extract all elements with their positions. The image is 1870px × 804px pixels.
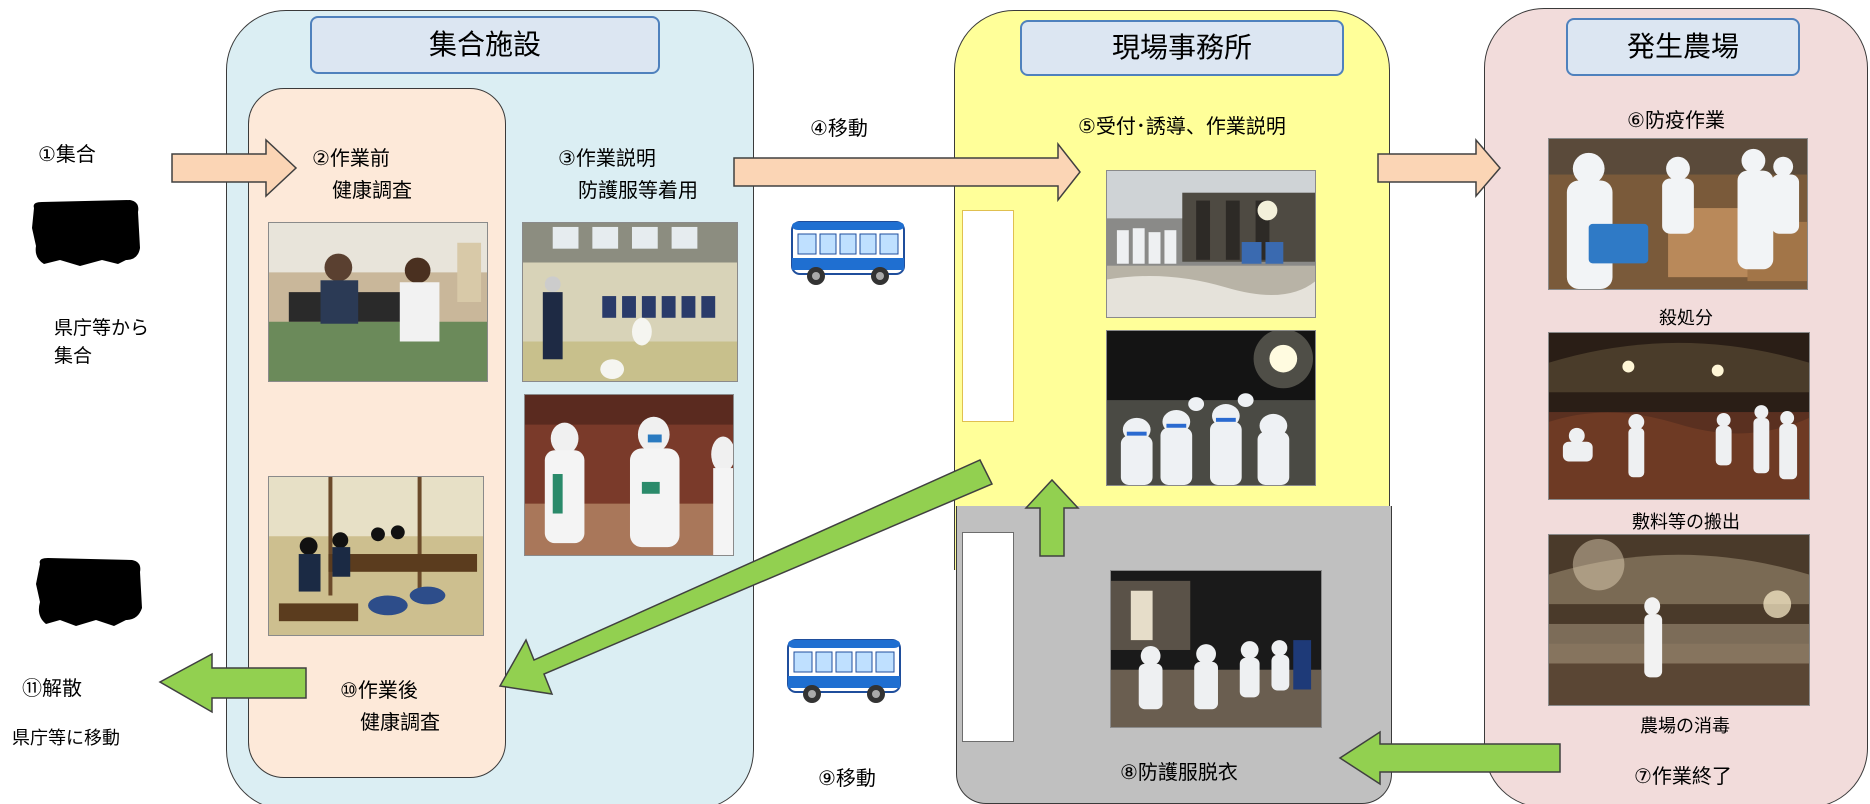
step-6-disinfect-label: 農場の消毒 <box>1640 716 1730 737</box>
photo-health-check-before <box>268 222 488 382</box>
step-10-label: ⑩作業後 健康調査 <box>340 678 440 734</box>
step-3-label: ③作業説明 防護服等着用 <box>558 146 698 202</box>
step-2-label: ②作業前 健康調査 <box>312 146 412 202</box>
step-6-culling-label: 殺処分 <box>1659 308 1713 329</box>
step-11-label: ⑪解散 <box>22 676 82 700</box>
arrow-5-to-6 <box>1377 137 1501 199</box>
photo-farm-disinfection <box>1548 534 1810 706</box>
photo-culling-work <box>1548 138 1808 290</box>
step-1-label: ①集合 <box>38 142 96 166</box>
photo-donning-protective-suits <box>524 394 734 556</box>
step-6-label: ⑥防疫作業 <box>1627 108 1725 132</box>
step-5-label: ⑤受付･誘導、作業説明 <box>1078 114 1286 138</box>
field-office-title: 現場事務所 <box>1020 20 1344 76</box>
bus-icon-outbound <box>791 221 905 285</box>
photo-work-briefing <box>522 222 738 382</box>
photo-health-check-after <box>268 476 484 636</box>
step-8-label: ⑧防護服脱衣 <box>1120 760 1238 784</box>
reception-document <box>962 210 1014 422</box>
photo-bedding-removal <box>1548 332 1810 500</box>
assembly-facility-title: 集合施設 <box>310 16 660 74</box>
undress-document <box>962 532 1014 742</box>
step-4-label: ④移動 <box>810 116 868 140</box>
photo-undressing-area <box>1110 570 1322 728</box>
redacted-image-bottom <box>34 556 144 628</box>
redacted-image-top <box>30 198 142 268</box>
bus-icon-return <box>787 639 901 703</box>
step-6-bedding-label: 敷料等の搬出 <box>1632 512 1740 533</box>
photo-site-briefing-night <box>1106 330 1316 486</box>
photo-reception-site <box>1106 170 1316 318</box>
step-11-note: 県庁等に移動 <box>12 728 120 749</box>
step-1-note: 県庁等から 集合 <box>54 317 150 367</box>
step-9-label: ⑨移動 <box>818 766 876 790</box>
outbreak-farm-title: 発生農場 <box>1566 18 1800 76</box>
step-7-label: ⑦作業終了 <box>1634 764 1732 788</box>
